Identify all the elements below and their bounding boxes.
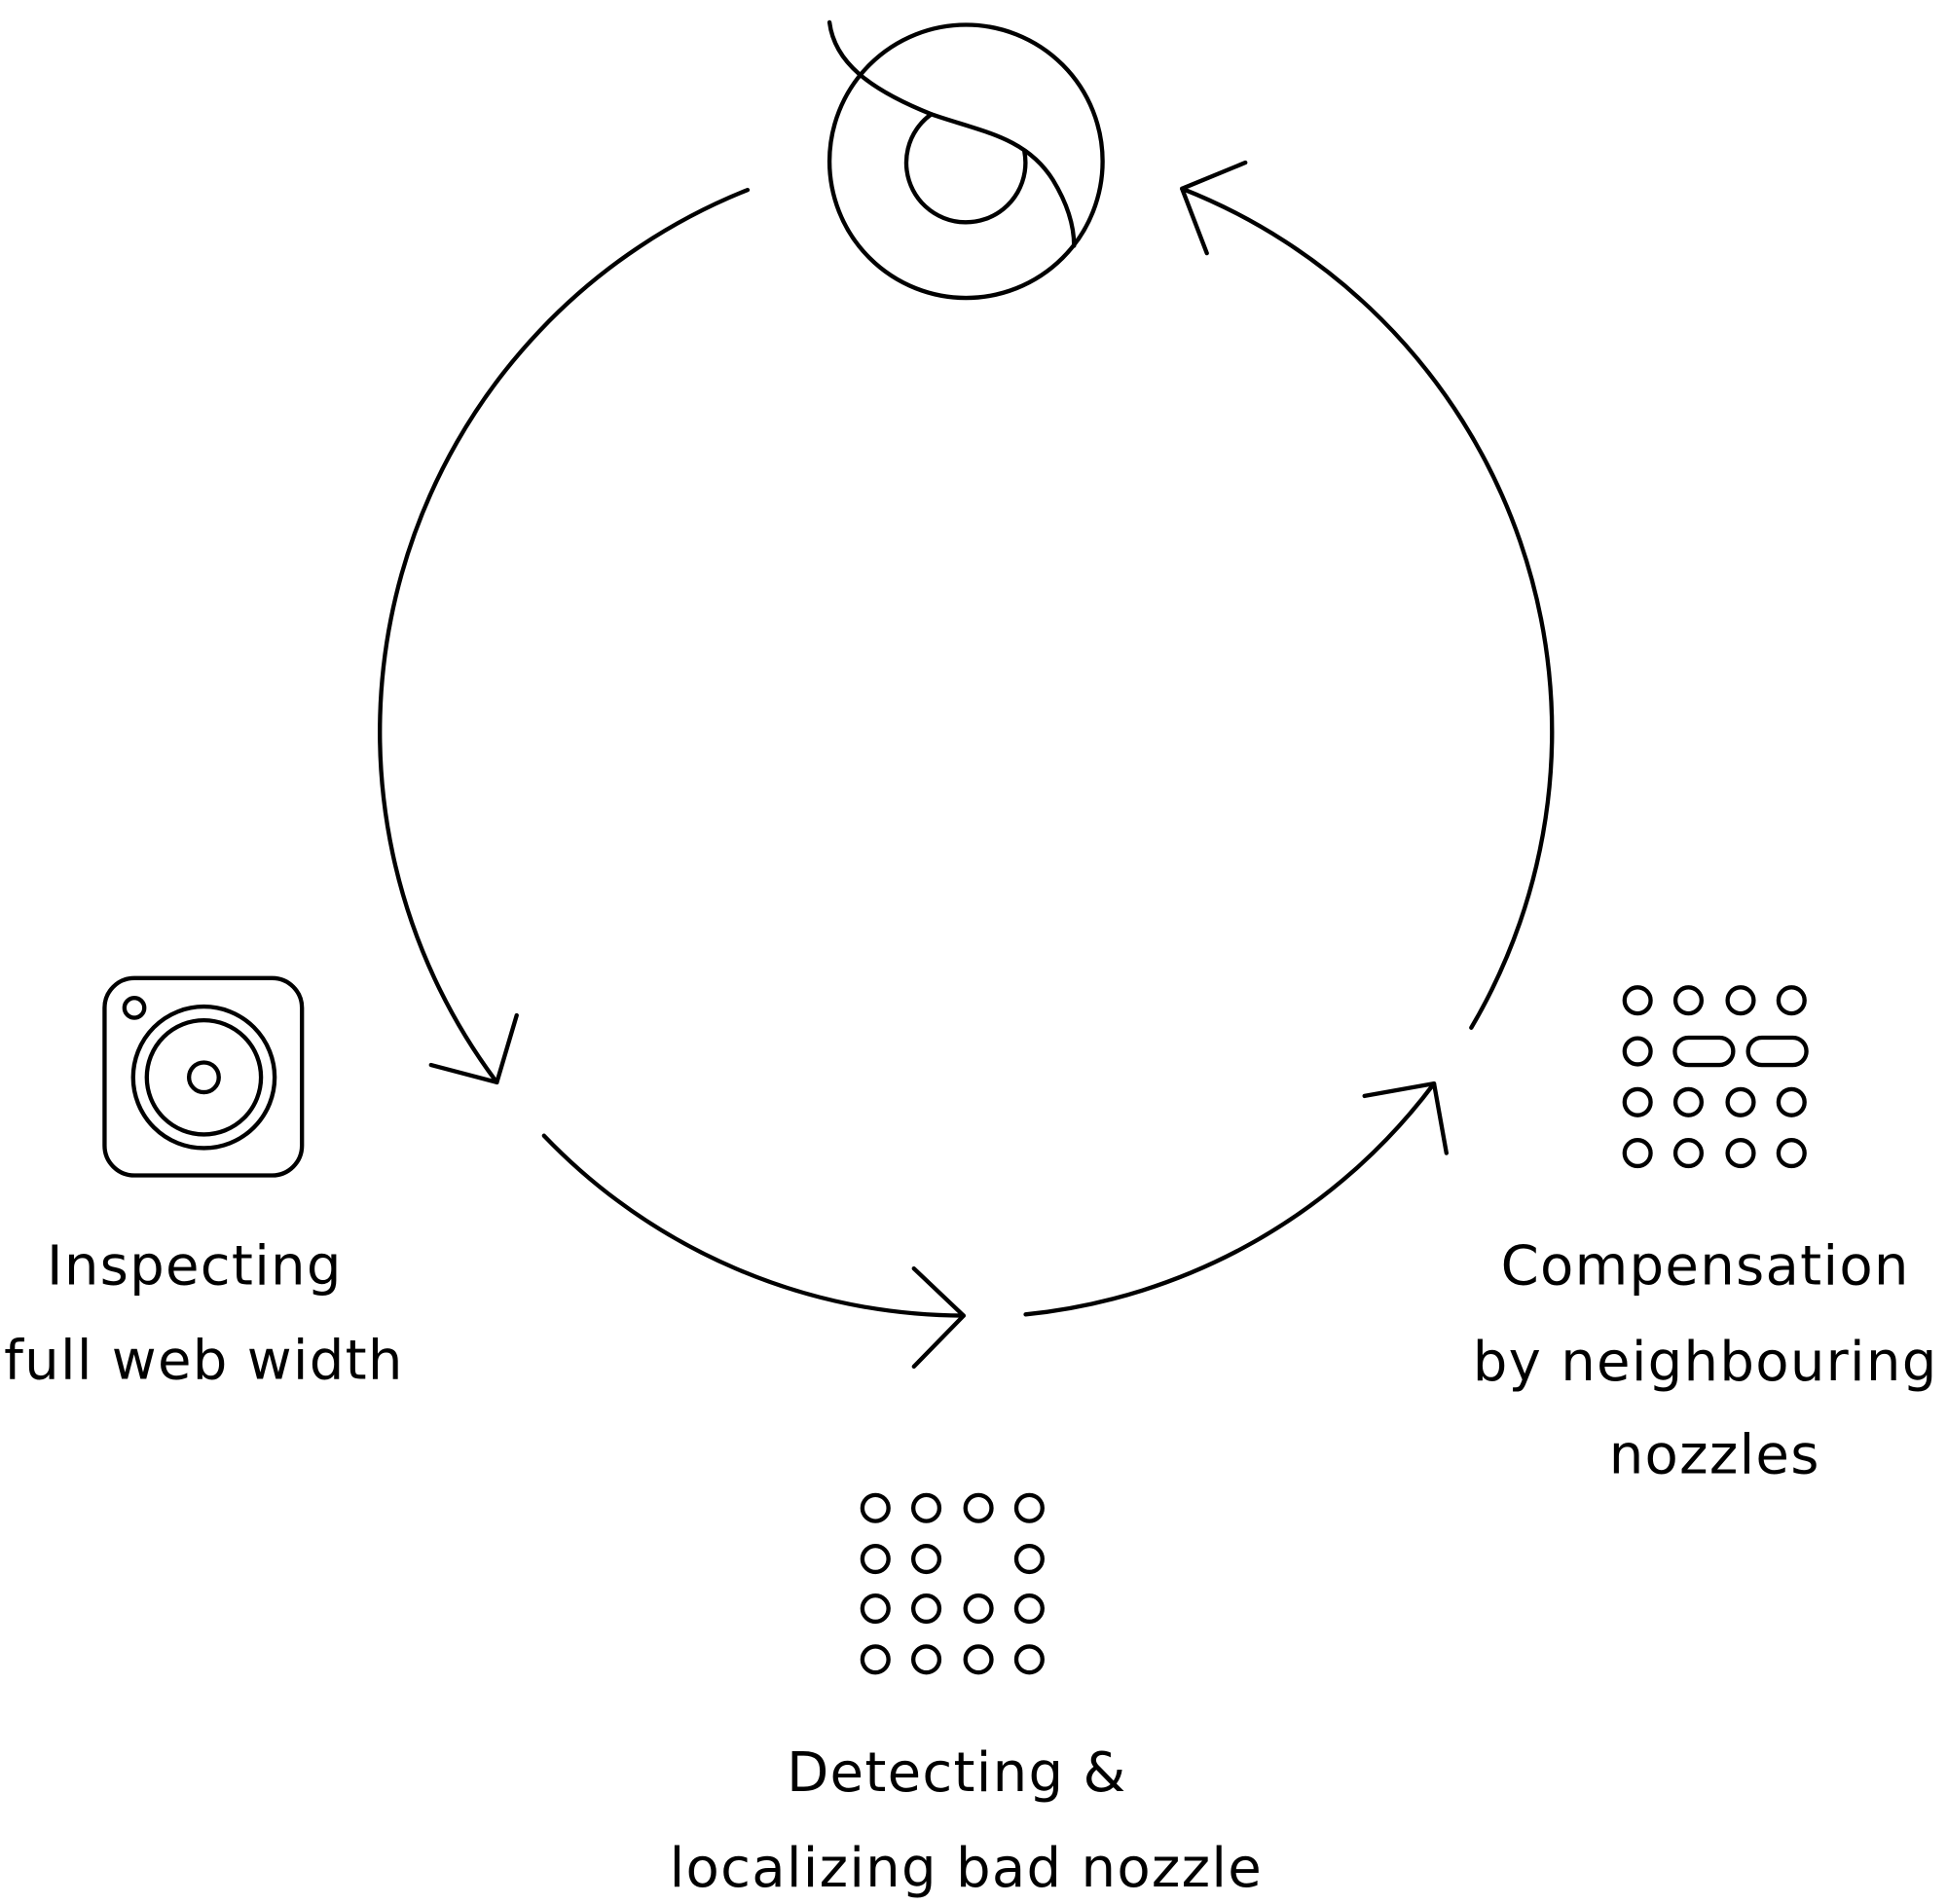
nozzle-dot (1013, 1593, 1045, 1625)
nozzle-dot (963, 1644, 994, 1675)
nozzle-dot (1622, 1086, 1653, 1117)
arc-bottom-right (1023, 1080, 1437, 1317)
nozzle-dot (910, 1644, 942, 1675)
logo-icon (827, 19, 1105, 301)
arc-top-left (378, 187, 751, 1085)
step-label-compensation: Compensation by neighbouring nozzles (1473, 1235, 1947, 1487)
nozzle-dot (963, 1492, 994, 1523)
nozzle-dot (1776, 1138, 1807, 1169)
nozzle-dot (1776, 985, 1807, 1016)
nozzle-dot (1725, 1086, 1756, 1117)
arc-top-right (1180, 186, 1555, 1030)
nozzle-dot (860, 1593, 891, 1625)
nozzle-grid-compensated-icon (1622, 985, 1809, 1169)
cycle-arrows (378, 160, 1555, 1370)
nozzle-dot (1622, 985, 1653, 1016)
arc-bottom-left (541, 1133, 966, 1318)
camera-icon (102, 975, 305, 1178)
nozzle-dot (1672, 1086, 1705, 1117)
nozzle-dot (1672, 1138, 1705, 1169)
arrowhead-left (428, 1012, 519, 1085)
nozzle-dot (1013, 1644, 1045, 1675)
nozzle-dot (860, 1543, 891, 1575)
step-label-detecting: Detecting & localizing bad nozzle (670, 1741, 1263, 1900)
nozzle-dot (963, 1593, 994, 1625)
nozzle-dot (860, 1492, 891, 1523)
arrowhead-top (1180, 160, 1248, 256)
step-label-inspecting: Inspecting full web width (4, 1235, 404, 1393)
nozzle-dot (1776, 1086, 1807, 1117)
nozzle-dot (1725, 985, 1756, 1016)
nozzle-dot (1013, 1543, 1045, 1575)
nozzle-dot (1622, 1138, 1653, 1169)
nozzle-dot (910, 1543, 942, 1575)
nozzle-grid-missing-icon (860, 1492, 1045, 1675)
nozzle-dot (860, 1644, 891, 1675)
nozzle-dot (1622, 1036, 1653, 1067)
nozzle-dot (910, 1492, 942, 1523)
arrowhead-bottom (911, 1265, 966, 1370)
nozzle-dot (1672, 985, 1705, 1016)
nozzle-dot (1013, 1492, 1045, 1523)
arrowhead-right (1362, 1080, 1449, 1155)
nozzle-dot (910, 1593, 942, 1625)
nozzle-dot (1725, 1138, 1756, 1169)
